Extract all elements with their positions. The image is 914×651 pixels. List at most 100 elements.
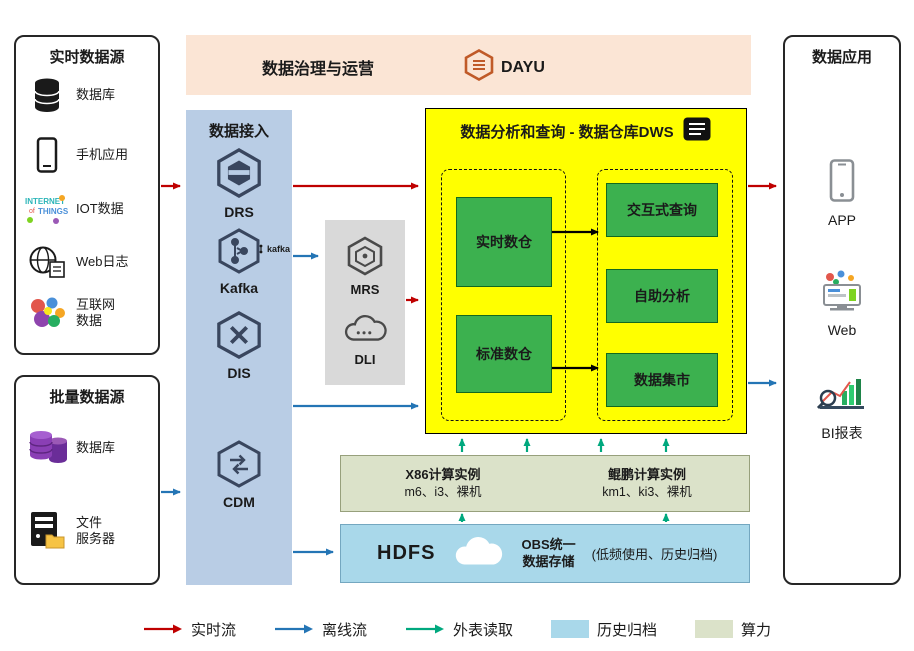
- source-label: 互联网 数据: [76, 296, 116, 328]
- legend-item-realtime: 实时流: [143, 619, 236, 640]
- governance-title: 数据治理与运营: [262, 61, 375, 78]
- ingestion-column: 数据接入 DRS kafka Kafka DIS: [186, 110, 292, 585]
- x86-title: X86计算实例: [405, 466, 481, 482]
- database-purple-icon: [24, 427, 70, 469]
- module-data-mart: 数据集市: [606, 353, 718, 407]
- legend: 实时流 离线流 外表读取 历史归档 算力: [0, 611, 914, 647]
- source-label: 数据库: [76, 439, 116, 455]
- internet-data-icon: [24, 296, 70, 330]
- service-name: DRS: [224, 204, 254, 220]
- realtime-arrow-icon: [143, 624, 182, 634]
- mrs-icon: [345, 236, 385, 280]
- legend-item-external-read: 外表读取: [405, 619, 513, 640]
- kafka-icon: [216, 228, 262, 278]
- x86-detail: m6、i3、裸机: [404, 484, 482, 499]
- kafka-wordmark: kafka: [257, 244, 290, 254]
- realtime-sources-title: 实时数据源: [49, 49, 125, 66]
- database-icon: [24, 77, 70, 113]
- offline-arrow-icon: [274, 624, 313, 634]
- legend-label: 历史归档: [597, 621, 658, 639]
- module-standard-warehouse: 标准数仓: [456, 315, 552, 393]
- cdm-icon: [215, 440, 263, 492]
- legend-label: 算力: [741, 621, 772, 639]
- app-label: Web: [827, 322, 857, 338]
- mobile-app-icon: [24, 137, 70, 173]
- obs-title: OBS统一 数据存储: [521, 536, 576, 569]
- kafka-logo-glyph: [259, 244, 263, 254]
- source-label: 数据库: [76, 86, 116, 102]
- applications-panel: 数据应用 APP Web BI报表: [783, 35, 901, 585]
- legend-item-compute: 算力: [695, 619, 771, 640]
- service-dli: DLI: [325, 312, 405, 367]
- file-server-icon: [24, 511, 70, 551]
- dws-panel: 数据分析和查询 - 数据仓库DWS 实时数仓 标准数仓 交互式查询 自助分析 数…: [425, 108, 747, 434]
- compute-swatch: [695, 620, 734, 638]
- obs-cloud-icon: [451, 533, 505, 574]
- obs-note: (低频使用、历史归档): [591, 547, 718, 562]
- batch-sources-title: 批量数据源: [49, 389, 125, 406]
- source-item-file-server: 文件 服务器: [24, 511, 156, 551]
- source-label: IOT数据: [76, 200, 124, 216]
- dis-icon: [215, 311, 263, 363]
- source-item-database: 数据库: [24, 77, 156, 113]
- service-kafka: kafka Kafka: [186, 228, 292, 296]
- applications-title: 数据应用: [811, 49, 872, 66]
- kunpeng-detail: km1、ki3、裸机: [602, 484, 692, 499]
- source-item-mobile: 手机应用: [24, 137, 156, 173]
- archive-swatch: [551, 620, 589, 638]
- external-read-arrow-icon: [405, 624, 444, 634]
- drs-icon: [214, 148, 264, 202]
- legend-label: 离线流: [321, 621, 367, 639]
- dws-left-group-outline: [441, 169, 566, 421]
- dayu-logo-icon: [464, 49, 494, 86]
- dws-icon: [682, 116, 712, 147]
- module-interactive-query: 交互式查询: [606, 183, 718, 237]
- compute-instances-box: X86计算实例 m6、i3、裸机 鲲鹏计算实例 km1、ki3、裸机: [340, 455, 750, 512]
- source-label: 手机应用: [76, 146, 129, 162]
- legend-label: 外表读取: [452, 621, 513, 639]
- compute-services-box: MRS DLI: [325, 220, 405, 385]
- source-item-weblog: Web日志: [24, 245, 156, 279]
- service-mrs: MRS: [325, 236, 405, 297]
- source-item-batch-database: 数据库: [24, 427, 156, 469]
- hdfs-label: HDFS: [377, 542, 436, 564]
- svg-text:THINGS: THINGS: [38, 207, 69, 216]
- service-cdm: CDM: [186, 440, 292, 510]
- dws-title: 数据分析和查询 - 数据仓库DWS: [460, 124, 674, 141]
- service-name: DLI: [354, 352, 376, 367]
- dli-icon: [342, 315, 388, 350]
- x86-instances: X86计算实例 m6、i3、裸机: [341, 456, 545, 511]
- app-item-web: Web: [785, 269, 899, 338]
- source-item-internet: 互联网 数据: [24, 296, 156, 330]
- service-drs: DRS: [186, 148, 292, 220]
- service-name: CDM: [223, 494, 255, 510]
- storage-box: HDFS OBS统一 数据存储 (低频使用、历史归档): [340, 524, 750, 583]
- service-dis: DIS: [186, 311, 292, 381]
- source-label: 文件 服务器: [76, 514, 116, 546]
- dayu-product: DAYU: [464, 49, 545, 86]
- legend-label: 实时流: [190, 621, 236, 639]
- legend-item-offline: 离线流: [274, 619, 367, 640]
- app-item-bi: BI报表: [785, 372, 899, 443]
- service-name: Kafka: [219, 280, 259, 296]
- web-log-icon: [24, 245, 70, 279]
- dws-title-row: 数据分析和查询 - 数据仓库DWS: [426, 109, 746, 147]
- kunpeng-instances: 鲲鹏计算实例 km1、ki3、裸机: [545, 456, 749, 511]
- legend-item-archive: 历史归档: [551, 619, 657, 640]
- bi-report-icon: [815, 379, 869, 418]
- dws-right-group-outline: [597, 169, 733, 421]
- module-self-analysis: 自助分析: [606, 269, 718, 323]
- web-monitor-icon: [815, 270, 869, 317]
- app-phone-icon: [829, 159, 855, 207]
- kunpeng-title: 鲲鹏计算实例: [607, 466, 686, 482]
- app-item-app: APP: [785, 159, 899, 228]
- service-name: DIS: [227, 365, 251, 381]
- source-label: Web日志: [76, 253, 129, 269]
- app-label: BI报表: [821, 425, 863, 441]
- dayu-product-name: DAYU: [501, 58, 545, 76]
- batch-sources-panel: 批量数据源 数据库 文件 服务器: [14, 375, 160, 585]
